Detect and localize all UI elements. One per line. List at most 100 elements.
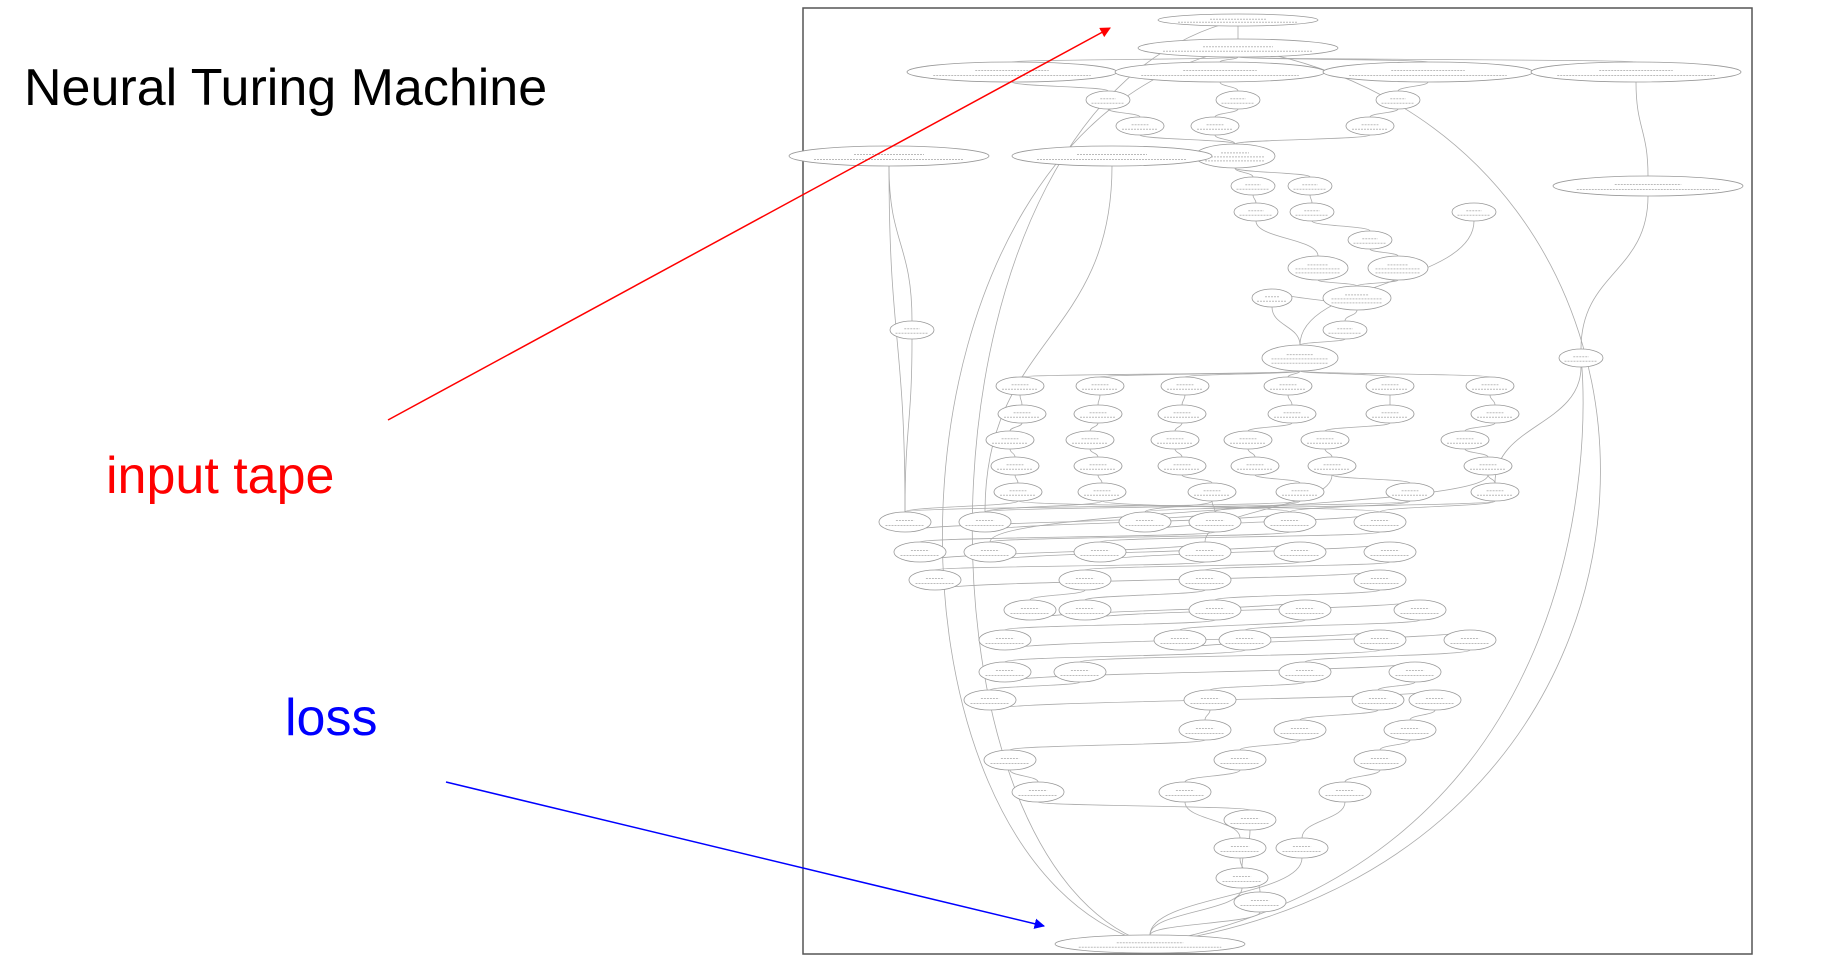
graph-edge [1219, 56, 1239, 63]
graph-edge [1234, 167, 1311, 178]
graph-node [1223, 430, 1273, 450]
graph-edge [1287, 370, 1301, 378]
graph-node [1233, 202, 1279, 222]
graph-node [1053, 661, 1107, 683]
graph-node [1263, 376, 1313, 396]
graph-node [1353, 511, 1407, 533]
graph-node [1287, 255, 1349, 281]
graph-node [1443, 629, 1497, 651]
graph-node [1375, 90, 1421, 110]
graph-node [1558, 348, 1604, 368]
graph-edge [1219, 81, 1239, 92]
graph-node [1187, 482, 1237, 502]
graph-edge [1580, 195, 1649, 350]
graph-edge [1309, 194, 1313, 204]
graph-node [1118, 511, 1172, 533]
graph-node [788, 145, 990, 167]
graph-edge [904, 338, 913, 513]
graph-edge [1184, 801, 1241, 839]
graph-edge [1084, 561, 1301, 571]
graph-node [1347, 230, 1393, 250]
input-tape-label: input tape [106, 447, 335, 505]
graph-node [1367, 255, 1429, 281]
graph-edge [1214, 108, 1239, 118]
graph-edge [1379, 739, 1411, 751]
graph-edge [1011, 81, 1109, 92]
graph-edge [1324, 422, 1391, 432]
graph-edge [1037, 801, 1251, 811]
graph-node [1365, 376, 1415, 396]
graph-edge [904, 500, 1019, 513]
graph-edge [942, 47, 1239, 945]
graph-node [1278, 661, 1332, 683]
graph-node [1470, 482, 1520, 502]
slide-title: Neural Turing Machine [24, 59, 548, 117]
graph-node [1183, 689, 1237, 711]
graph-edge [1324, 448, 1333, 458]
graph-node [1003, 599, 1057, 621]
graph-node [1263, 511, 1317, 533]
graph-node [1322, 285, 1392, 311]
graph-edge [1635, 81, 1649, 177]
graph-edge [1369, 108, 1399, 118]
graph-node [1218, 629, 1272, 651]
graph-edge [919, 531, 1216, 543]
graph-edge [1252, 194, 1257, 204]
graph-edge [1409, 709, 1436, 721]
graph-node [1157, 456, 1207, 476]
graph-node [1213, 837, 1267, 859]
graph-node [993, 482, 1043, 502]
graph-edge [1289, 500, 1411, 513]
graph-node [1178, 719, 1232, 741]
graph-node [1190, 116, 1240, 136]
graph-edge [1149, 887, 1243, 936]
graph-edge [1344, 769, 1381, 783]
graph-node [1058, 569, 1112, 591]
graph-node [1065, 430, 1115, 450]
graph-node [1318, 781, 1372, 803]
graph-edge [1397, 81, 1429, 92]
graph-edge [1244, 619, 1421, 631]
graph-node [1393, 599, 1447, 621]
graph-node [1160, 376, 1210, 396]
graph-edge [1011, 56, 1239, 63]
graph-edge [1299, 709, 1379, 721]
graph-node [1223, 809, 1277, 831]
graph-node [1157, 404, 1207, 424]
graph-edge [1179, 619, 1306, 631]
graph-node [1077, 482, 1127, 502]
graph-edge [1174, 448, 1183, 458]
graph-node [1058, 599, 1112, 621]
graph-node [1150, 430, 1200, 450]
graph-edge [904, 500, 1301, 513]
graph-edge [1009, 422, 1023, 432]
graph-edge [888, 165, 913, 322]
graph-edge [1234, 167, 1254, 178]
graph-edge [1181, 394, 1186, 406]
graph-edge [1174, 422, 1183, 432]
graph-edge [1017, 500, 1381, 513]
graph-edge [888, 165, 906, 513]
graph-node [963, 541, 1017, 563]
graph-node [1215, 90, 1261, 110]
graph-edge [1181, 474, 1213, 484]
graph-node [978, 661, 1032, 683]
graph-node [1251, 288, 1293, 308]
graph-node [1470, 404, 1520, 424]
graph-edge [1014, 474, 1019, 484]
graph-node [1261, 344, 1339, 372]
graph-edge [934, 569, 1381, 591]
graph-node [995, 376, 1045, 396]
graph-edge [934, 561, 1206, 571]
graph-edge [1144, 500, 1496, 513]
graph-edge [1247, 422, 1293, 432]
graph-edge [1019, 394, 1023, 406]
graph-node [893, 541, 947, 563]
graph-edge [1247, 448, 1256, 458]
graph-edge [1344, 309, 1358, 322]
graph-edge [1299, 338, 1346, 346]
graph-edge [1004, 649, 1246, 663]
graph-node [1322, 320, 1368, 340]
graph-edge [1149, 357, 1584, 945]
